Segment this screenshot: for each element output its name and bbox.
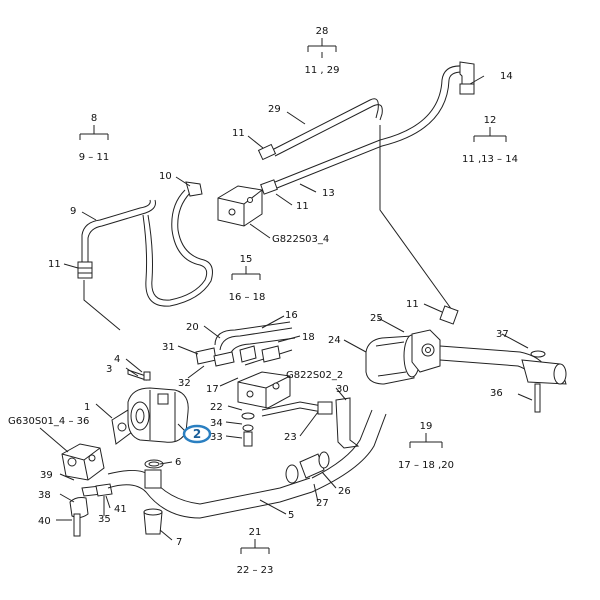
label-27[interactable]: 27 xyxy=(316,498,329,509)
range-21: 22 – 23 xyxy=(237,565,274,576)
label-10[interactable]: 10 xyxy=(159,171,172,182)
label-25[interactable]: 25 xyxy=(370,313,383,324)
range-12: 11 ,13 – 14 xyxy=(462,154,518,165)
bracket-30 xyxy=(335,397,360,449)
label-24[interactable]: 24 xyxy=(328,335,341,346)
pipe-13 xyxy=(274,65,463,189)
highlight-callout-2[interactable]: 2 xyxy=(177,423,212,444)
valve-block-lower xyxy=(237,371,291,409)
label-20[interactable]: 20 xyxy=(186,322,199,333)
label-22[interactable]: 22 xyxy=(210,402,223,413)
label-11-upper[interactable]: 11 xyxy=(232,128,245,139)
label-9[interactable]: 9 xyxy=(70,206,76,217)
label-39[interactable]: 39 xyxy=(40,470,53,481)
label-11-left[interactable]: 11 xyxy=(48,259,61,270)
filter-head-25 xyxy=(411,329,441,373)
range-28: 11 , 29 xyxy=(305,65,340,76)
label-29[interactable]: 29 xyxy=(268,104,281,115)
valve-fittings-31-32 xyxy=(195,345,281,367)
label-23[interactable]: 23 xyxy=(284,432,297,443)
hose-35-41 xyxy=(81,483,113,497)
pipe-10-loop xyxy=(142,189,213,307)
clamps-26-27 xyxy=(285,451,330,484)
group-bracket-12: 12 11 ,13 – 14 xyxy=(462,115,518,165)
group-bracket-21: 21 22 – 23 xyxy=(237,527,274,576)
label-21[interactable]: 21 xyxy=(249,527,262,538)
label-17[interactable]: 17 xyxy=(206,384,219,395)
pump-assembly-g630s01 xyxy=(61,443,105,481)
label-18[interactable]: 18 xyxy=(302,332,315,343)
label-1[interactable]: 1 xyxy=(84,402,90,413)
label-19[interactable]: 19 xyxy=(420,421,433,432)
label-37[interactable]: 37 xyxy=(496,329,509,340)
fitting-7 xyxy=(143,469,163,535)
elbow-10 xyxy=(185,181,203,197)
group-bracket-28: 28 11 , 29 xyxy=(305,26,340,76)
ref-g822s02[interactable]: G822S02_2 xyxy=(286,370,343,381)
fitting-11-left xyxy=(77,261,93,279)
label-2[interactable]: 2 xyxy=(193,427,201,441)
label-35[interactable]: 35 xyxy=(98,514,111,525)
label-5[interactable]: 5 xyxy=(288,510,294,521)
label-31[interactable]: 31 xyxy=(162,342,175,353)
range-19: 17 – 18 ,20 xyxy=(398,460,454,471)
label-28[interactable]: 28 xyxy=(316,26,329,37)
label-16[interactable]: 16 xyxy=(285,310,298,321)
pump-2 xyxy=(127,387,189,443)
fitting-38-40 xyxy=(69,497,89,537)
label-38[interactable]: 38 xyxy=(38,490,51,501)
label-7[interactable]: 7 xyxy=(176,537,182,548)
ref-g630s01[interactable]: G630S01_4 – 36 xyxy=(8,416,89,427)
bracket-36-37 xyxy=(521,350,567,413)
label-3[interactable]: 3 xyxy=(106,364,112,375)
group-bracket-15: 15 16 – 18 xyxy=(229,254,266,303)
pipe-9 xyxy=(81,199,156,262)
label-6[interactable]: 6 xyxy=(175,457,181,468)
group-bracket-8: 8 9 – 11 xyxy=(79,113,109,163)
fitting-11-upper xyxy=(257,143,277,161)
label-30[interactable]: 30 xyxy=(336,384,349,395)
label-40[interactable]: 40 xyxy=(38,516,51,527)
ref-g822s03[interactable]: G822S03_4 xyxy=(272,234,329,245)
pipe-22-23 xyxy=(261,401,333,417)
range-8: 9 – 11 xyxy=(79,152,109,163)
range-15: 16 – 18 xyxy=(229,292,266,303)
label-13[interactable]: 13 xyxy=(322,188,335,199)
label-14[interactable]: 14 xyxy=(500,71,513,82)
elbow-14 xyxy=(459,61,475,95)
label-11-mid[interactable]: 11 xyxy=(296,201,309,212)
fitting-11-mid xyxy=(260,179,278,195)
label-8[interactable]: 8 xyxy=(91,113,97,124)
pipe-connector-lines xyxy=(83,125,453,331)
fasteners-33-34 xyxy=(241,412,255,447)
leader-lines xyxy=(56,52,533,541)
label-15[interactable]: 15 xyxy=(240,254,253,265)
valve-block-upper xyxy=(217,185,263,227)
pipe-29 xyxy=(271,98,383,157)
label-26[interactable]: 26 xyxy=(338,486,351,497)
label-36[interactable]: 36 xyxy=(490,388,503,399)
label-11-right[interactable]: 11 xyxy=(406,299,419,310)
label-41[interactable]: 41 xyxy=(114,504,127,515)
group-bracket-19: 19 17 – 18 ,20 xyxy=(398,421,454,471)
fitting-11-right xyxy=(439,305,459,325)
label-12[interactable]: 12 xyxy=(484,115,497,126)
label-33[interactable]: 33 xyxy=(210,432,223,443)
label-32[interactable]: 32 xyxy=(178,378,191,389)
label-34[interactable]: 34 xyxy=(210,418,223,429)
label-4[interactable]: 4 xyxy=(114,354,120,365)
